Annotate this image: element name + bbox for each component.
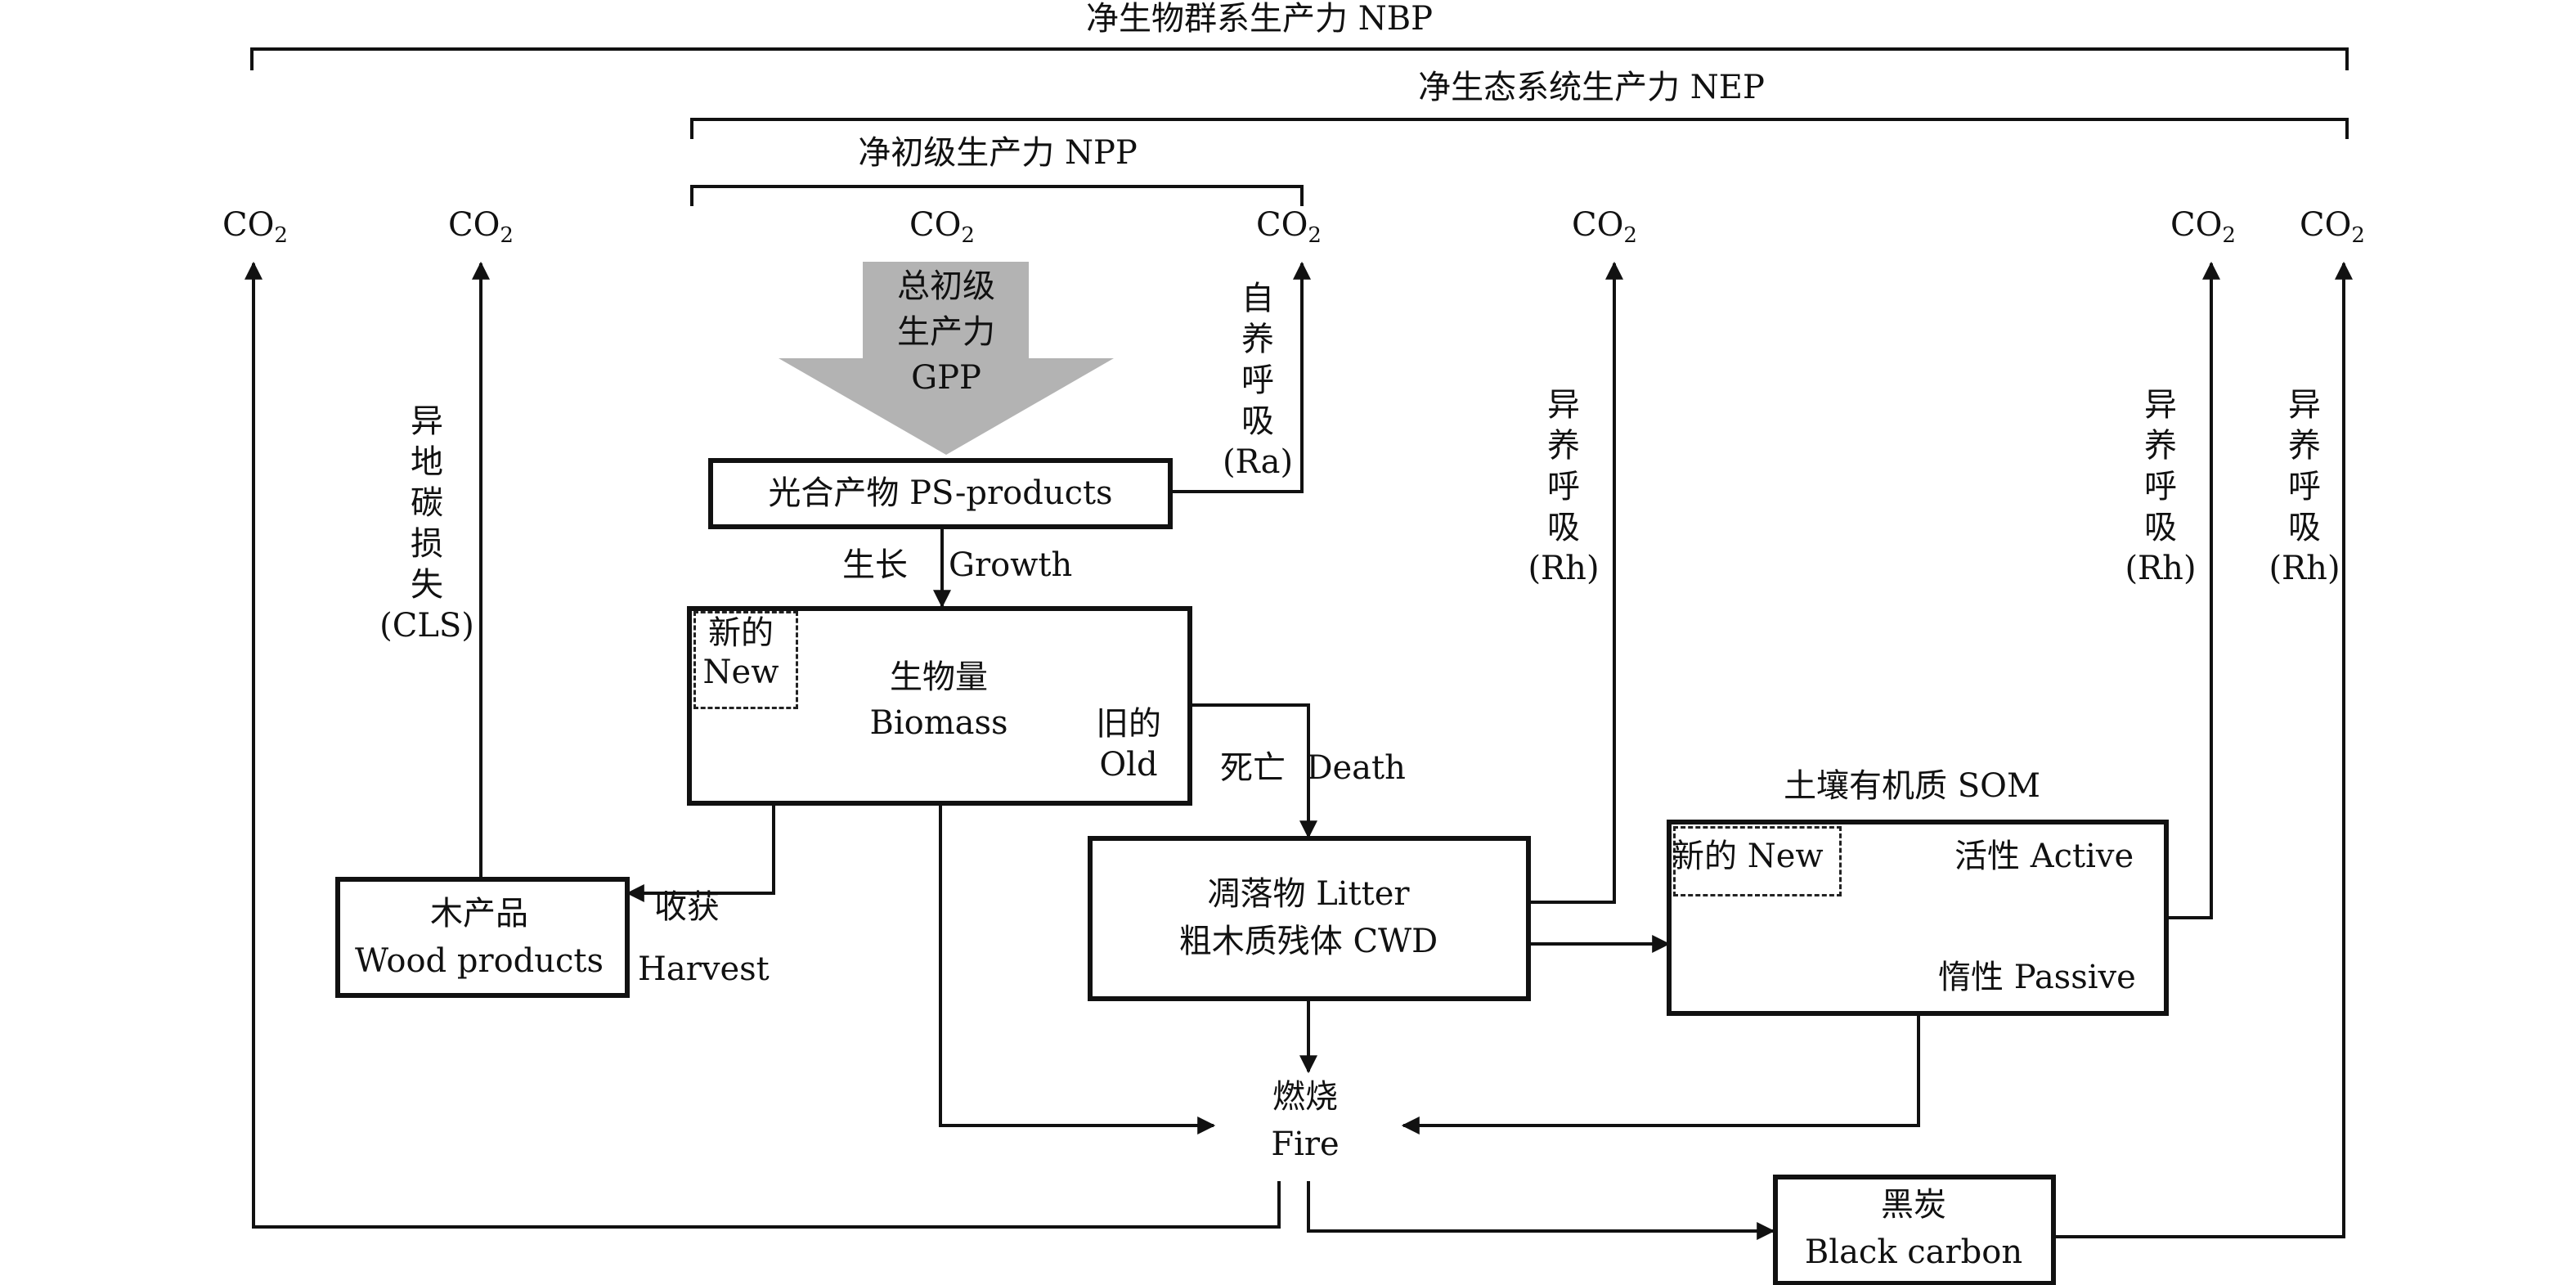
co2-label: CO2: [448, 206, 514, 248]
som-new-region: [1673, 826, 1842, 896]
harvest-label-zh: 收获: [654, 888, 720, 926]
litter-label: 凋落物 Litter 粗木质残体 CWD: [1178, 875, 1438, 960]
growth-label-zh: 生长: [842, 546, 908, 584]
fire-label: 燃烧 Fire: [1271, 1078, 1340, 1163]
som-active-label: 活性 Active: [1954, 838, 2134, 875]
nep-bracket: [690, 118, 2349, 139]
biomass-box: [687, 606, 1192, 806]
nbp-bracket: [250, 47, 2349, 70]
black-carbon-box: [1773, 1175, 2056, 1285]
som-title: 土壤有机质 SOM: [1784, 767, 2040, 805]
bc-rh-arrow: [2054, 261, 2353, 1238]
wood-products-label: 木产品 Wood products: [354, 895, 604, 980]
cls-label: 异 地 碳 损 失 (CLS): [379, 402, 474, 645]
co2-label: CO2: [1256, 206, 1322, 248]
fire-co2-arrow: [245, 261, 1281, 1229]
gpp-label: 总初级 生产力 GPP: [897, 267, 995, 397]
harvest-arrow: [626, 804, 775, 902]
black-carbon-label: 黑炭 Black carbon: [1804, 1186, 2023, 1271]
ps-products-label: 光合产物 PS-products: [768, 474, 1113, 512]
litter-box: [1088, 836, 1531, 1001]
co2-label: CO2: [909, 206, 975, 248]
biomass-to-fire-arrow: [939, 804, 1216, 1134]
npp-label: 净初级生产力 NPP: [858, 134, 1138, 172]
som-passive-label: 惰性 Passive: [1938, 959, 2136, 996]
wood-products-box: [335, 877, 630, 998]
fire-to-bc-arrow: [1307, 1181, 1775, 1240]
rh-label: 异 养 呼 吸 (Rh): [1528, 386, 1600, 587]
som-new-label: 新的 New: [1672, 838, 1824, 875]
growth-label-en: Growth: [949, 546, 1073, 584]
gpp-arrow: [779, 262, 1114, 455]
biomass-old-label: 旧的 Old: [1096, 705, 1161, 784]
biomass-new-label: 新的 New: [702, 614, 779, 691]
nbp-label: 净生物群系生产力 NBP: [1085, 0, 1434, 38]
ps-products-box: [708, 458, 1173, 529]
co2-label: CO2: [222, 206, 288, 248]
harvest-label-en: Harvest: [638, 950, 770, 988]
npp-bracket: [690, 185, 1304, 206]
death-arrow: [1191, 703, 1317, 839]
death-label: 死亡 Death: [1220, 749, 1406, 787]
nep-label: 净生态系统生产力 NEP: [1418, 69, 1765, 106]
som-box: [1667, 820, 2169, 1016]
biomass-new-region: [693, 611, 798, 709]
rh-label: 异 养 呼 吸 (Rh): [2125, 386, 2197, 587]
ra-label: 自 养 呼 吸 (Ra): [1222, 280, 1294, 481]
som-rh-arrow: [2167, 261, 2220, 919]
co2-label: CO2: [1572, 206, 1637, 248]
litter-rh-arrow: [1529, 261, 1623, 904]
ra-arrow: [1171, 261, 1311, 493]
co2-label: CO2: [2170, 206, 2236, 248]
rh-label: 异 养 呼 吸 (Rh): [2269, 386, 2340, 587]
biomass-label: 生物量 Biomass: [869, 658, 1008, 742]
som-to-fire-arrow: [1401, 1014, 1920, 1134]
co2-label: CO2: [2300, 206, 2365, 248]
